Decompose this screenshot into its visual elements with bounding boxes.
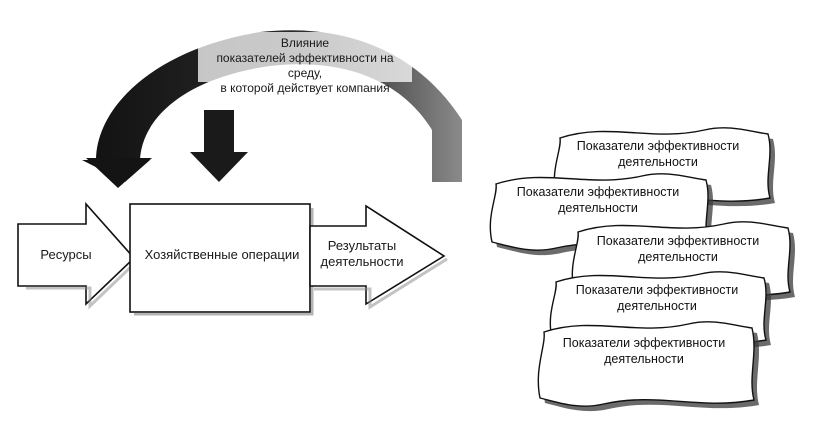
indicator-card-5-banner [537,321,755,407]
indicator-card-3-line-1: Показатели [596,234,665,248]
indicator-card-3-line-2: эффективности деятельности [638,234,760,264]
influence-line-1: Влияние [280,36,330,50]
indicator-card-1-line-1: Показатели [576,139,645,153]
results-shadow [314,257,448,310]
indicator-card-2-line-2: эффективности деятельности [558,185,680,215]
operations-label: Хозяйственные операции [144,247,300,262]
results-label: Результаты деятельности [312,238,412,271]
indicator-card-4-line-2: эффективности деятельности [617,283,739,313]
results-line-1: Результаты [327,238,397,253]
influence-arrow-left [86,158,152,188]
influence-caption-backdrop [198,32,412,82]
indicator-card-5-line-2: эффективности деятельности [604,336,726,366]
resources-arrow [17,201,136,306]
indicator-card-2-line-1: Показатели [516,185,585,199]
indicator-card-4: Показатели эффективности деятельности [557,283,757,314]
indicator-card-3: Показатели эффективности деятельности [578,234,778,265]
indicator-card-1-line-2: эффективности деятельности [618,139,740,169]
influence-arrow-middle [190,110,248,182]
indicator-cards [489,127,795,412]
indicator-card-4-line-1: Показатели [575,283,644,297]
influence-line-2: показателей эффективности на среду, [216,51,394,80]
indicator-card-5-line-1: Показатели [562,336,631,350]
influence-caption: Влияние показателей эффективности на сре… [200,36,410,96]
results-line-2: деятельности [320,254,404,270]
resources-label: Ресурсы [40,247,92,262]
results-arrow [309,204,446,306]
resources-shadow [26,260,138,310]
indicator-card-5: Показатели эффективности деятельности [544,336,744,367]
indicator-card-1: Показатели эффективности деятельности [558,139,758,170]
indicator-card-2: Показатели эффективности деятельности [498,185,698,216]
influence-line-3: в которой действует компания [220,81,390,95]
